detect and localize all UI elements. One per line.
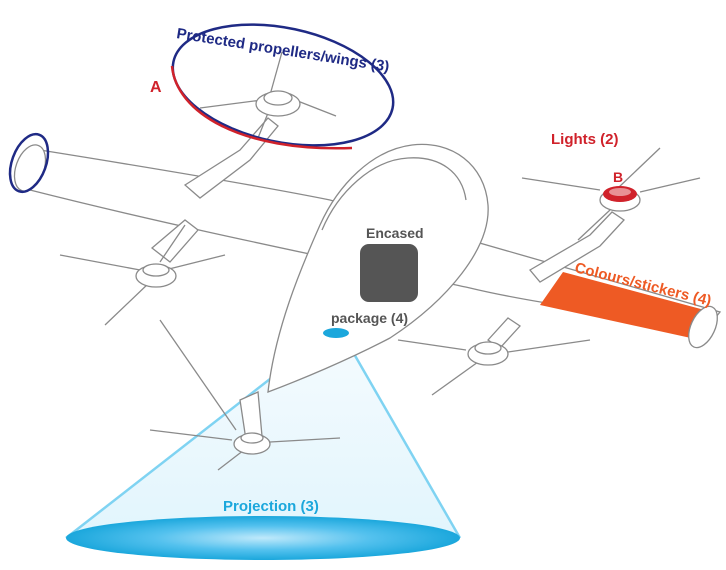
rotor-rear: [149, 319, 341, 471]
wingtip-right: [688, 305, 718, 349]
rotor-front-left: [183, 51, 337, 199]
rotor-mid-left: [59, 219, 226, 326]
rotor-mid-right: [397, 317, 591, 396]
projection-surface: [66, 516, 460, 560]
colour-sticker-panel: [540, 272, 712, 340]
label-protected: Protected propellers/wings (3): [175, 25, 390, 75]
marker-a-arc: [170, 65, 353, 150]
label-marker-b: B: [613, 169, 623, 185]
label-encased-line2: package (4): [331, 310, 408, 326]
propeller-guard-ellipse: [171, 23, 395, 147]
projector-lens: [323, 328, 349, 338]
label-marker-a: A: [150, 79, 162, 96]
label-lights: Lights (2): [551, 131, 619, 148]
light-b: [599, 186, 641, 212]
encased-package: [360, 244, 418, 302]
label-encased-line1: Encased: [366, 225, 424, 241]
rotor-front-right: [521, 147, 701, 283]
label-projection: Projection (3): [223, 498, 319, 515]
fuselage-canopy: [321, 157, 467, 231]
wingtip-guard-ellipse: [8, 132, 50, 194]
